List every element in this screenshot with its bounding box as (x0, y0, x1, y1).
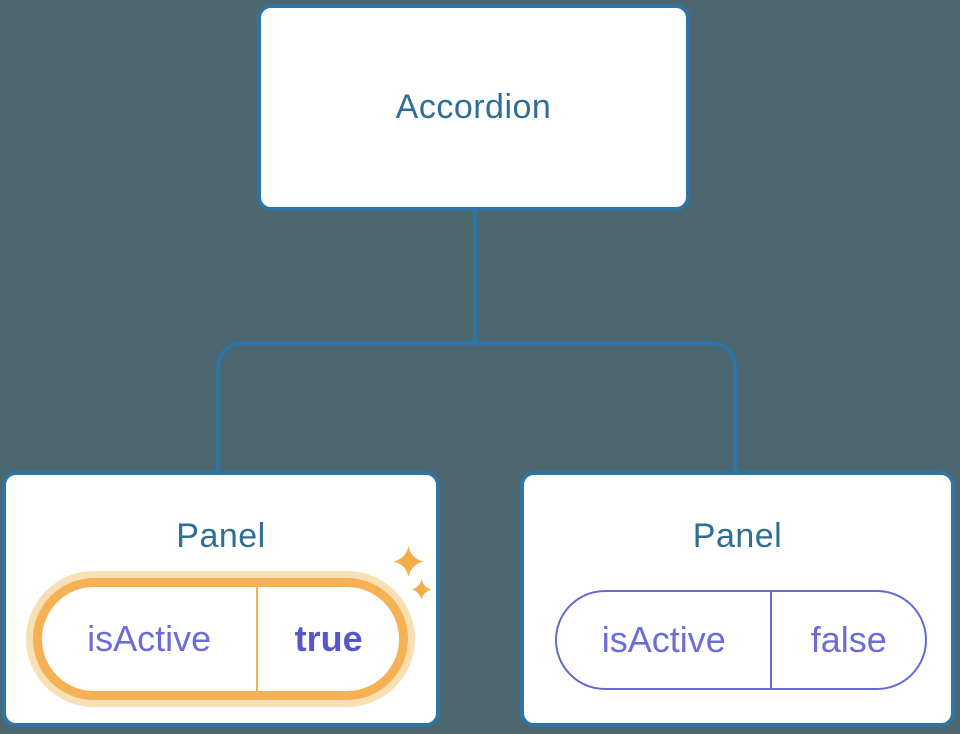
tree-connector-branch (216, 341, 737, 471)
panel-node-label: Panel (692, 517, 783, 555)
state-value-cell: false (772, 592, 925, 688)
sparkle-icon (393, 546, 424, 577)
panel-node-inactive: Panel isActive false (520, 471, 955, 727)
state-prop-cell: isActive (557, 592, 773, 688)
state-value-label: false (810, 619, 887, 660)
state-pill-inactive: isActive false (555, 590, 927, 690)
panel-node-label: Panel (176, 517, 266, 555)
panel-node-active: Panel isActive true (2, 471, 440, 727)
accordion-node-label: Accordion (395, 88, 552, 126)
state-prop-label: isActive (601, 619, 726, 660)
state-value-label: true (294, 618, 363, 659)
sparkle-icon (411, 579, 432, 600)
state-value-cell: true (258, 587, 399, 691)
accordion-node: Accordion (257, 4, 690, 211)
state-prop-label: isActive (87, 618, 212, 659)
state-prop-cell: isActive (42, 587, 259, 691)
state-pill-active: isActive true (33, 578, 408, 700)
tree-connector-stem (473, 207, 477, 345)
